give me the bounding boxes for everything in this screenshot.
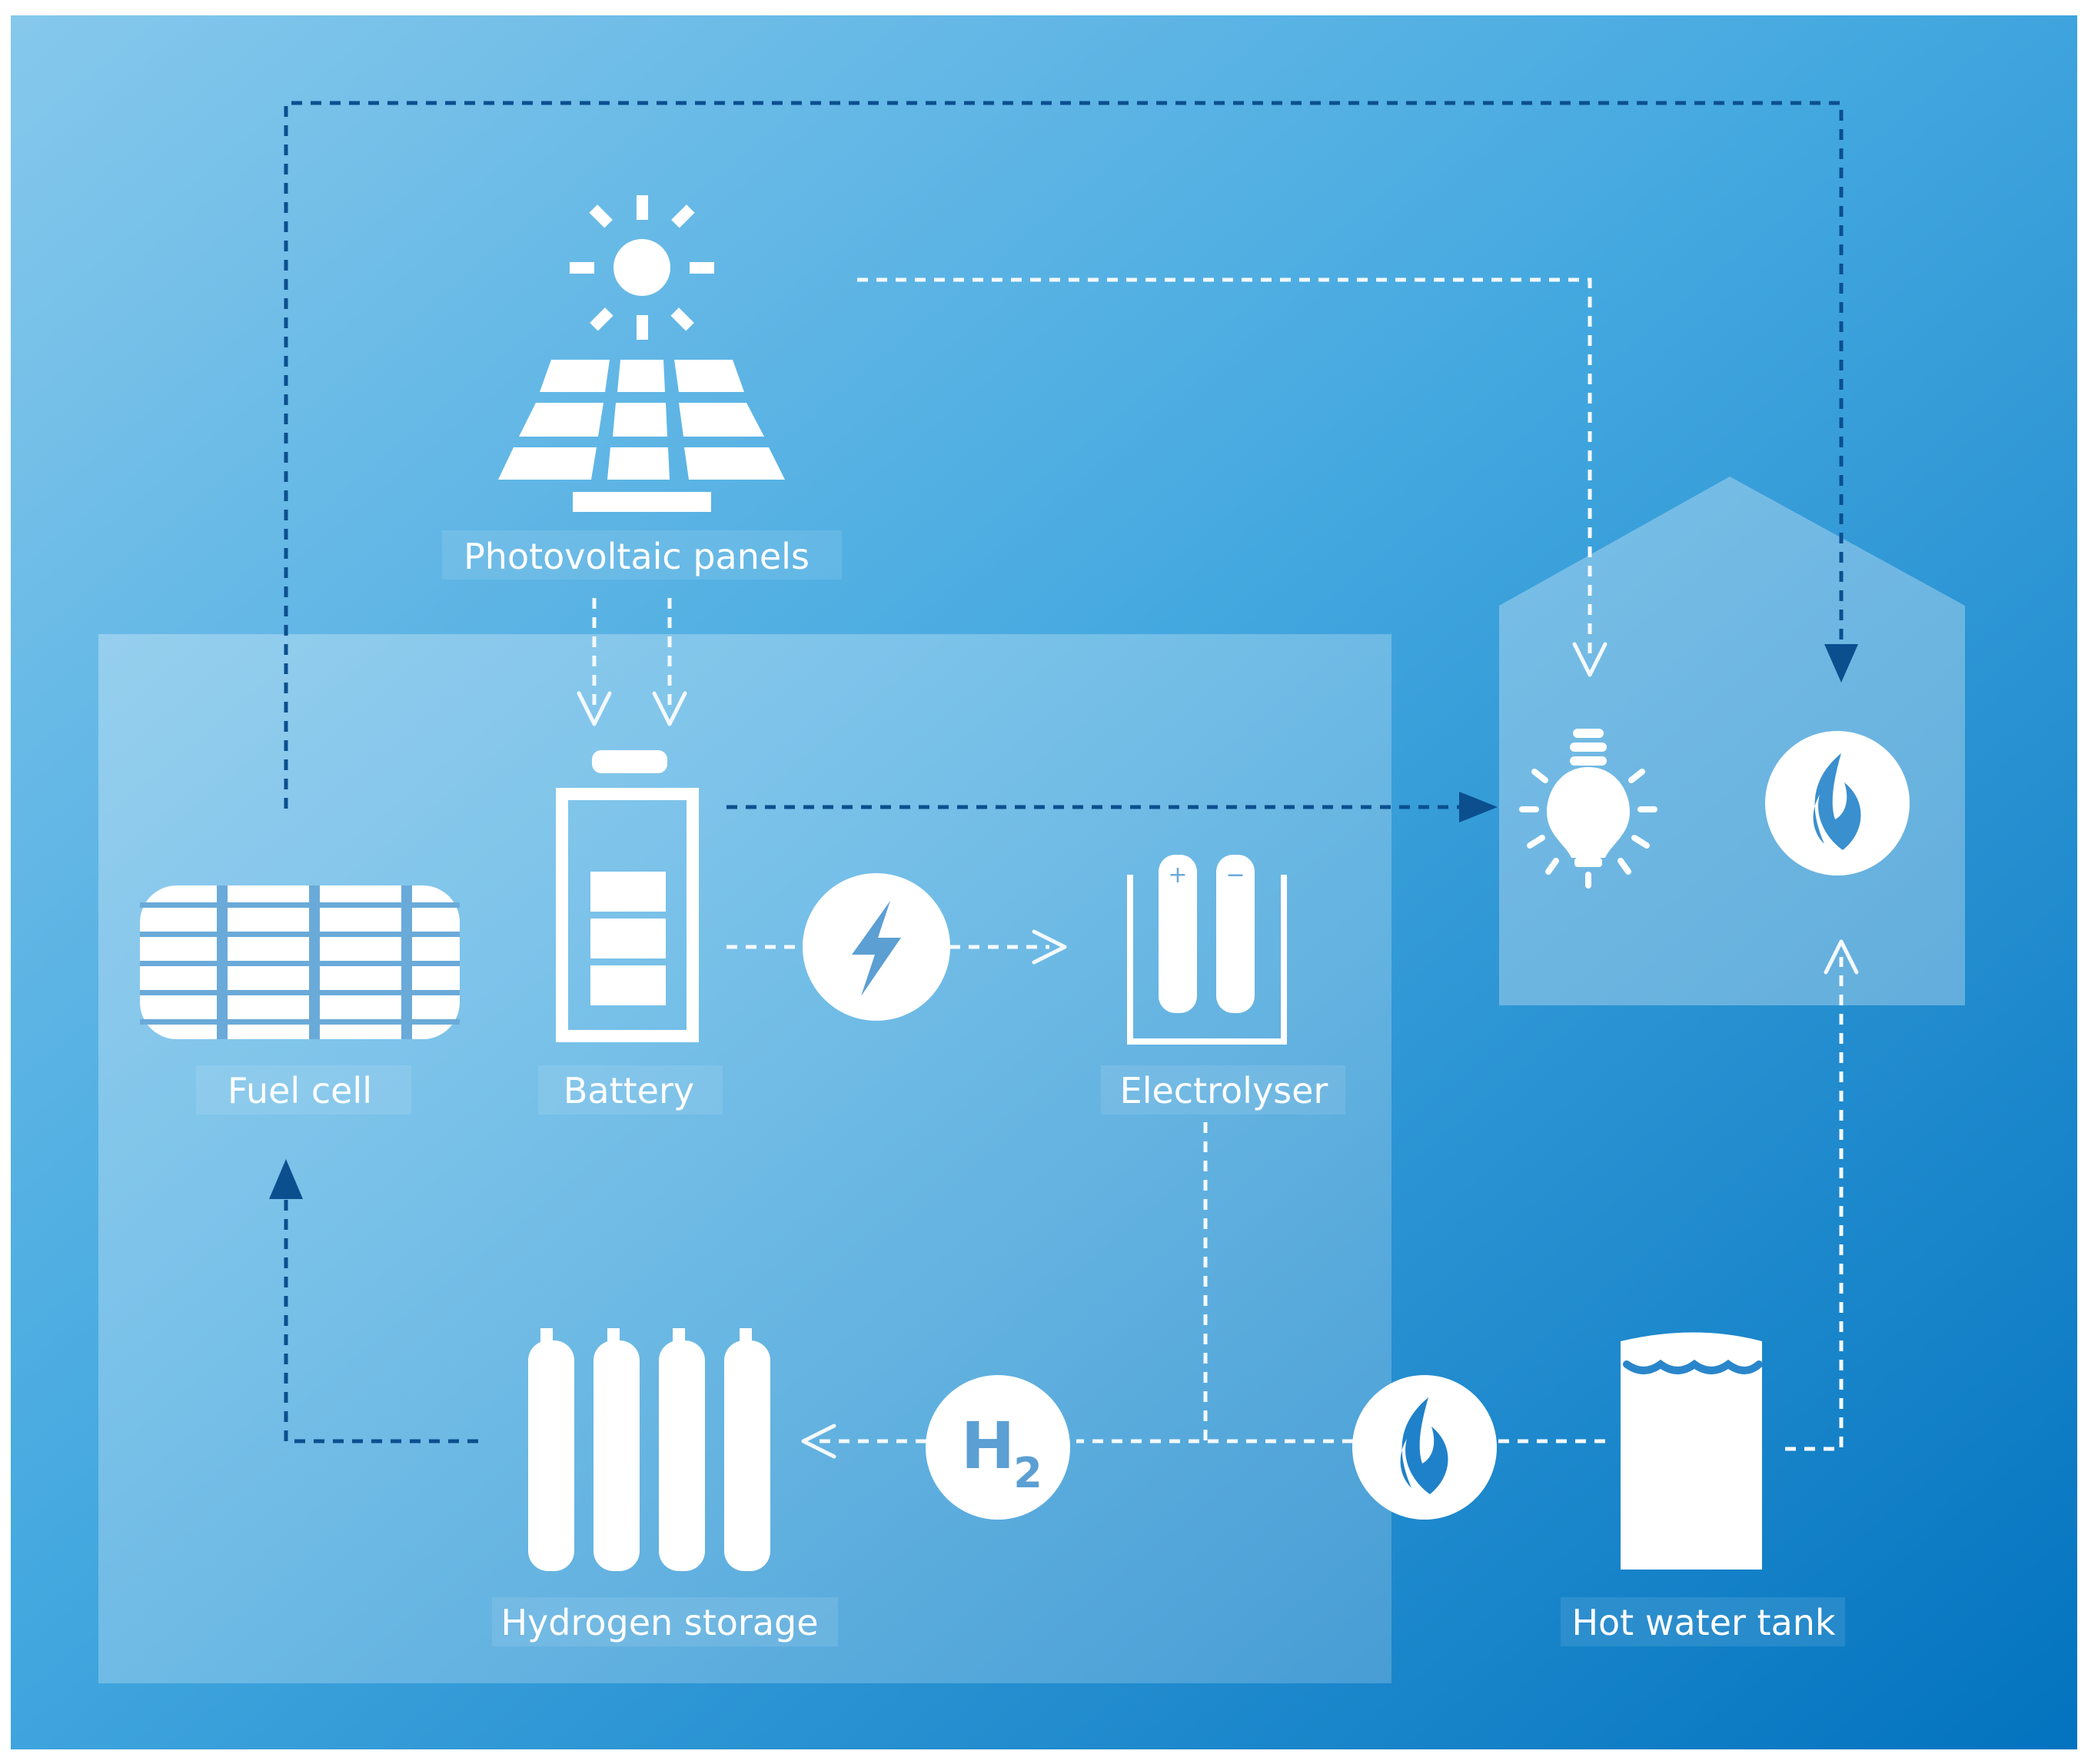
heat-flow-fuelcell-to-house — [284, 101, 1844, 809]
hydrogen-tanks-icon — [528, 1328, 770, 1571]
electrolyser-label-bg — [1101, 1065, 1345, 1115]
h2-subscript: 2 — [1013, 1449, 1042, 1497]
hydrogen-storage-label: Hydrogen storage — [500, 1602, 818, 1643]
heat-flow-arrowhead — [1824, 644, 1858, 683]
electrolyser-label: Electrolyser — [1120, 1070, 1328, 1111]
photovoltaic-label: Photovoltaic panels — [464, 536, 810, 577]
electric-flow-arrowhead — [1459, 792, 1498, 822]
hydrogen-storage-label-bg — [492, 1597, 838, 1646]
fuel-cell-label: Fuel cell — [228, 1070, 372, 1111]
electric-flow-arrowhead — [577, 691, 612, 726]
electric-flow-arrowhead — [652, 691, 687, 726]
light-bulb-icon — [1519, 729, 1657, 889]
electric-flow-pv-to-bulb — [857, 277, 1592, 661]
battery-label: Battery — [564, 1070, 694, 1111]
solar-panel-icon — [498, 360, 785, 512]
hot-water-tank-label-bg — [1561, 1597, 1845, 1646]
electric-flow-arrowhead — [1032, 929, 1067, 965]
hot-water-tank-icon — [1621, 1332, 1763, 1570]
flame-icon — [1765, 731, 1910, 875]
hot-water-tank-label: Hot water tank — [1571, 1602, 1835, 1643]
electric-flow-arrowhead — [1572, 642, 1608, 677]
h2-icon: H 2 — [926, 1375, 1070, 1520]
lightning-icon — [803, 873, 950, 1021]
hydrogen-flow-storage-to-fuelcell — [284, 1193, 478, 1443]
h2-symbol: H — [961, 1408, 1015, 1483]
heat-flow-arrowhead — [1824, 939, 1859, 975]
electrolyser-minus: − — [1225, 862, 1245, 889]
photovoltaic-label-bg — [442, 530, 842, 580]
battery-label-bg — [538, 1065, 723, 1115]
fuel-cell-icon — [140, 885, 460, 1039]
battery-icon — [556, 750, 699, 1042]
electrolyser-plus: + — [1168, 862, 1187, 889]
hydrogen-flow-arrowhead — [269, 1159, 303, 1199]
sun-icon — [570, 195, 714, 340]
fuel-cell-label-bg — [196, 1065, 411, 1115]
flame-icon — [1352, 1375, 1497, 1520]
electrolyser-icon: + − — [1127, 855, 1287, 1045]
hydrogen-flow-arrowhead — [801, 1423, 836, 1459]
